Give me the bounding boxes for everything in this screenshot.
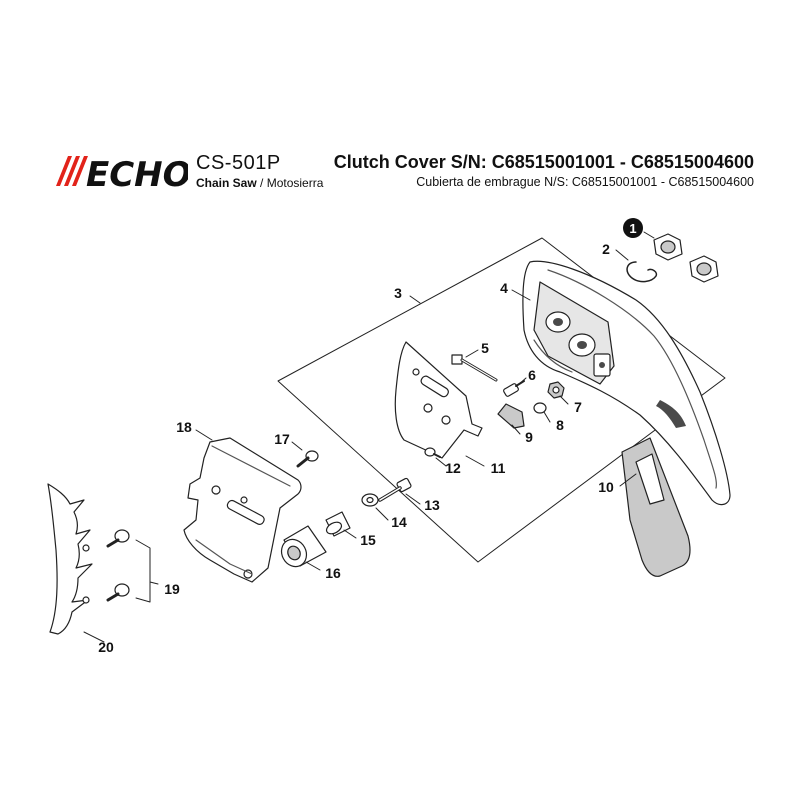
product-type-en: Chain Saw — [196, 176, 257, 190]
chain-tensioner — [497, 403, 525, 429]
part-label-3: 3 — [394, 285, 402, 301]
page-title: Clutch Cover S/N: C68515001001 - C685150… — [333, 152, 754, 172]
bar-nut-2 — [689, 255, 719, 283]
adjusting-screw — [503, 380, 525, 397]
product-type-separator: / — [256, 176, 267, 190]
echo-logo: ECHO — [56, 155, 188, 192]
tension-bolt — [451, 354, 498, 382]
part-label-4: 4 — [500, 280, 508, 296]
part-label-14: 14 — [391, 514, 407, 530]
product-type: Chain Saw / Motosierra — [196, 176, 323, 190]
spike-hole-lower — [82, 596, 90, 604]
part-label-17: 17 — [274, 431, 290, 447]
part-label-13: 13 — [424, 497, 440, 513]
adjuster-nut — [547, 381, 565, 399]
part-label-19: 19 — [164, 581, 180, 597]
brand-wordmark: ECHO — [86, 155, 188, 192]
product-type-es: Motosierra — [266, 176, 324, 190]
bumper-spike-bracket — [183, 437, 302, 583]
part-label-16: 16 — [325, 565, 341, 581]
part-label-5: 5 — [481, 340, 489, 356]
page-header: ECHO CS-501P Chain Saw / Motosierra Clut… — [0, 0, 800, 200]
sleeve-collar — [325, 511, 351, 537]
spike-hole-upper — [82, 544, 90, 552]
snap-ring — [626, 261, 658, 283]
model-number: CS-501P — [196, 152, 281, 174]
part-label-11: 11 — [491, 460, 506, 476]
part-label-18: 18 — [176, 419, 192, 435]
part-label-7: 7 — [574, 399, 582, 415]
part-label-12: 12 — [445, 460, 461, 476]
screw-small — [424, 447, 441, 458]
bar-nut-1 — [653, 233, 683, 261]
part-label-1: 1 — [629, 221, 636, 236]
part-labels: 1 2 3 4 5 6 7 8 9 10 11 12 13 14 15 16 1… — [98, 218, 643, 655]
page-title-spanish: Cubierta de embrague N/S: C68515001001 -… — [416, 175, 754, 189]
part-1-marker — [623, 218, 643, 238]
hex-bolt-13 — [378, 477, 412, 502]
spike-screw-upper — [106, 529, 130, 548]
part-label-20: 20 — [98, 639, 114, 655]
clutch-cover-body — [522, 260, 731, 506]
spike-screw-lower — [106, 583, 130, 602]
part-label-8: 8 — [556, 417, 564, 433]
washer-14 — [361, 493, 379, 507]
part-label-10: 10 — [598, 479, 614, 495]
guide-plate — [394, 341, 483, 459]
chain-guard-pad — [621, 437, 691, 577]
part-label-2: 2 — [602, 241, 610, 257]
washer-small — [533, 402, 547, 414]
part-label-15: 15 — [360, 532, 376, 548]
part-label-6: 6 — [528, 367, 536, 383]
bumper-spike — [47, 483, 93, 635]
spacer-roller — [280, 525, 327, 568]
part-label-9: 9 — [525, 429, 533, 445]
bracket-bolt — [296, 450, 319, 468]
assembly-outline — [277, 237, 726, 563]
leader-lines — [83, 231, 655, 643]
